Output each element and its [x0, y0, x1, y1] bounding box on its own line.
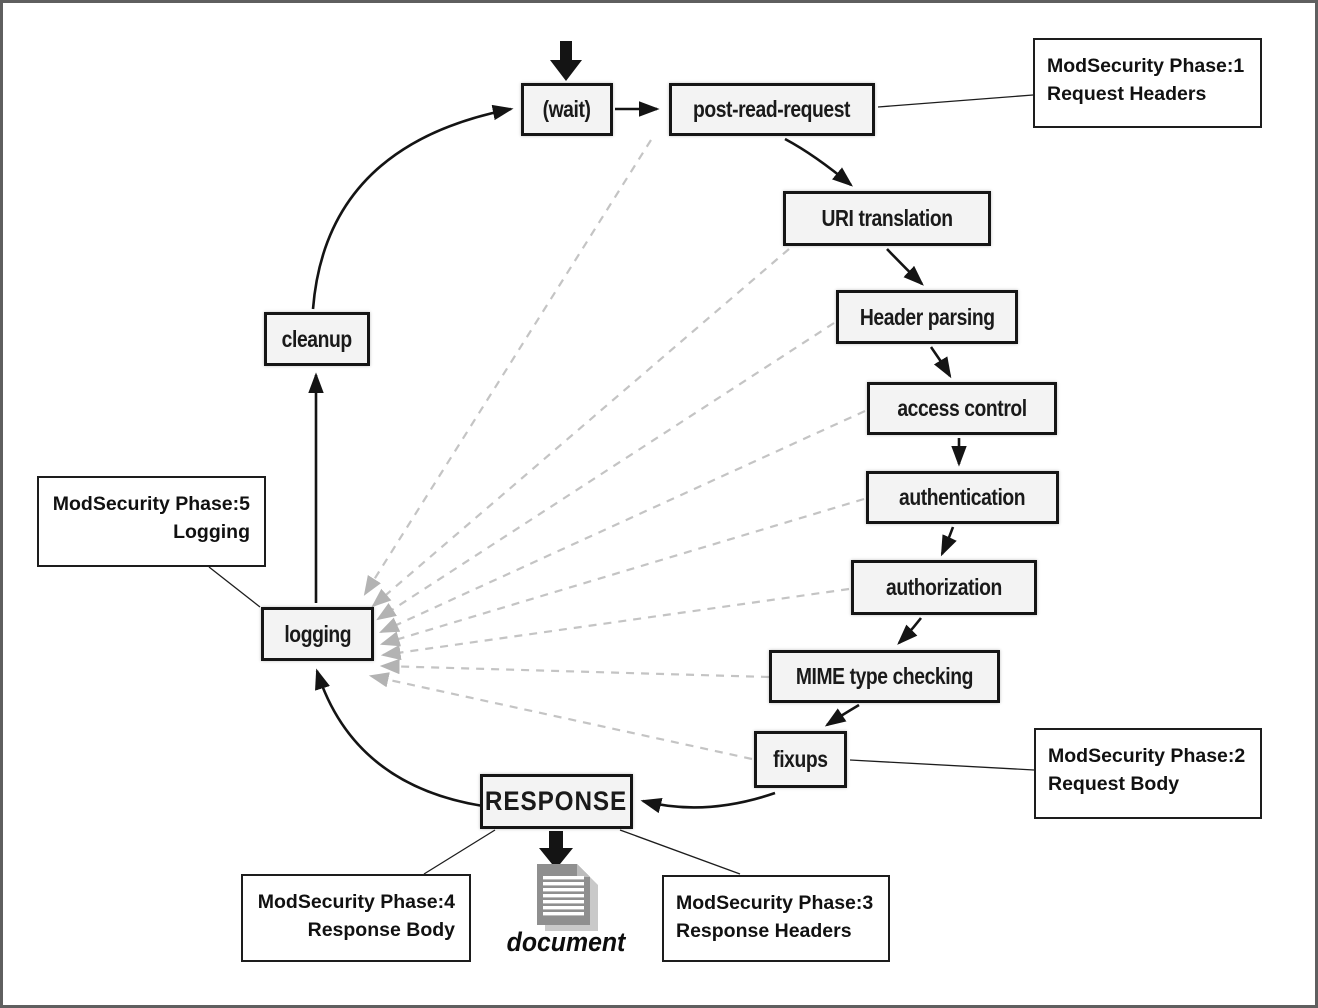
note-phase-4-line-2: Response Body: [307, 919, 455, 941]
main-flow-arrows: [308, 101, 967, 814]
document-output: document: [501, 861, 631, 963]
node-uri-translation-label: URI translation: [821, 205, 953, 231]
node-fixups: fixups: [754, 731, 847, 788]
note-phase-3-line-1: ModSecurity Phase:3: [676, 892, 874, 914]
note-modsecurity-phase-3: ModSecurity Phase:3 Response Headers: [662, 875, 890, 962]
annotation-pointer-lines: [208, 94, 1035, 875]
node-uri-translation: URI translation: [783, 191, 991, 246]
note-phase-5-line-2: Logging: [173, 521, 250, 543]
node-fixups-label: fixups: [773, 746, 828, 772]
note-phase-4-line-1: ModSecurity Phase:4: [257, 891, 455, 913]
note-phase-1-line-1: ModSecurity Phase:1: [1047, 55, 1245, 77]
note-modsecurity-phase-4: ModSecurity Phase:4 Response Body: [241, 874, 471, 962]
document-icon: [537, 864, 598, 931]
node-wait: (wait): [521, 83, 613, 136]
node-authentication: authentication: [866, 471, 1059, 524]
note-modsecurity-phase-5: ModSecurity Phase:5 Logging: [37, 476, 266, 567]
node-post-read-request-label: post-read-request: [693, 96, 851, 122]
node-authorization: authorization: [851, 560, 1037, 615]
node-authorization-label: authorization: [886, 574, 1002, 600]
diagram-connectors: [208, 41, 1035, 875]
document-label: document: [506, 927, 626, 957]
node-logging-label: logging: [284, 620, 351, 647]
node-header-parsing: Header parsing: [836, 290, 1018, 344]
note-modsecurity-phase-2: ModSecurity Phase:2 Request Body: [1034, 728, 1262, 819]
node-mime-type-checking: MIME type checking: [769, 650, 1000, 703]
node-access-control: access control: [867, 382, 1057, 435]
node-response: RESPONSE: [480, 774, 633, 829]
note-modsecurity-phase-1: ModSecurity Phase:1 Request Headers: [1033, 38, 1262, 128]
node-cleanup: cleanup: [264, 312, 370, 366]
node-post-read-request: post-read-request: [669, 83, 875, 136]
node-access-control-label: access control: [897, 395, 1027, 421]
note-phase-2-line-2: Request Body: [1048, 773, 1180, 795]
node-authentication-label: authentication: [899, 484, 1026, 510]
node-cleanup-label: cleanup: [281, 325, 353, 352]
node-wait-label: (wait): [543, 96, 591, 122]
incoming-request-arrow: [550, 41, 582, 81]
note-phase-1-line-2: Request Headers: [1047, 83, 1207, 105]
node-response-label: RESPONSE: [485, 786, 628, 816]
note-phase-3-line-2: Response Headers: [676, 920, 852, 942]
logging-dashed-connectors: [363, 139, 866, 761]
node-header-parsing-label: Header parsing: [859, 303, 995, 330]
response-to-document-arrow: [539, 831, 573, 869]
node-logging: logging: [261, 607, 374, 661]
node-mime-type-checking-label: MIME type checking: [795, 663, 974, 689]
note-phase-2-line-1: ModSecurity Phase:2: [1048, 745, 1246, 767]
note-phase-5-line-1: ModSecurity Phase:5: [52, 493, 250, 515]
